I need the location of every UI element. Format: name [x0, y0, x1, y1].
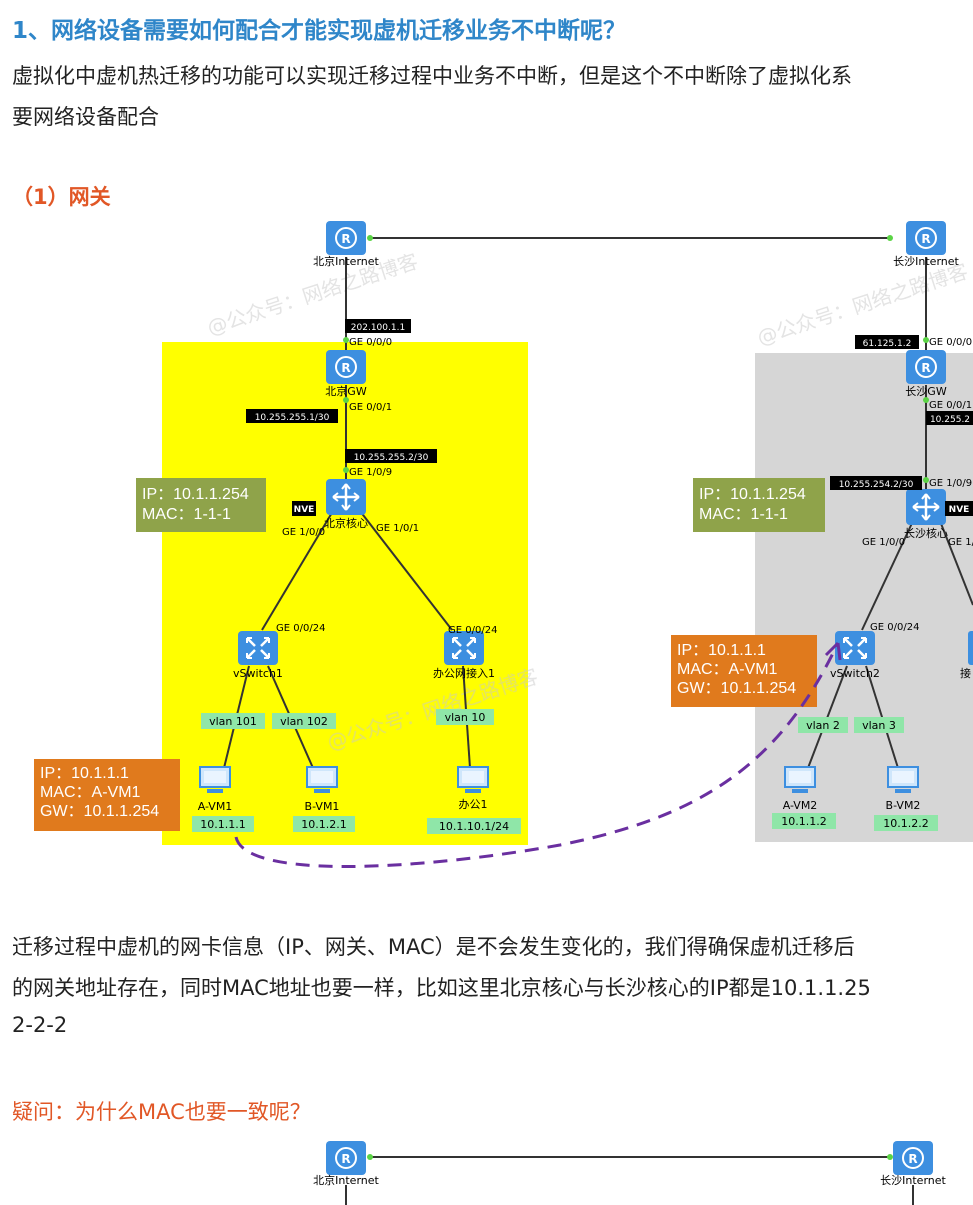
vlan-2-tag: vlan 2 [806, 719, 840, 732]
ip-a-vm1-tag: 10.1.1.1 [200, 818, 245, 831]
changsha-access-label: 接 [960, 667, 971, 680]
beijing-ip-internet-gw: 202.100.1.1 [351, 323, 405, 333]
ip-b-vm2-tag: 10.1.2.2 [883, 817, 928, 830]
beijing-internet-label: 北京Internet [313, 254, 379, 268]
svg-text:R: R [341, 1152, 350, 1166]
page-heading: 1、网络设备需要如何配合才能实现虚机迁移业务不中断呢？ [12, 18, 627, 44]
changsha-gateway-mac: MAC：1-1-1 [699, 506, 788, 523]
vswitch1-icon [236, 629, 280, 667]
router-icon: R [893, 1141, 933, 1175]
second-topology-diagram: R R 北京Internet 长沙Internet [313, 1141, 947, 1205]
beijing-port-core-up: GE 1/0/9 [349, 467, 392, 478]
changsha-port-core-left: GE 1/0/0 [862, 537, 905, 548]
vswitch2-port: GE 0/0/24 [870, 622, 919, 633]
changsha-port-core-up: GE 1/0/9 [929, 478, 972, 489]
changsha-core-label: 长沙核心 [904, 526, 948, 540]
pc-office1-label: 办公1 [459, 798, 488, 811]
beijing-core-label: 北京核心 [324, 516, 368, 530]
intro-line-2: 要网络设备配合 [12, 105, 159, 129]
ip-office1-tag: 10.1.10.1/24 [439, 820, 509, 833]
subheading-gateway: （1）网关 [12, 185, 111, 209]
question-line: 疑问：为什么MAC也要一致呢？ [12, 1100, 311, 1124]
topology-diagram: R @公众号：网络之路博客 @公众号：网络之路博客 @公众号：网络之路博客 [34, 220, 973, 868]
changsha-ip-internet-gw: 61.125.1.2 [863, 339, 912, 349]
office-access-label: 办公网接入1 [433, 667, 495, 680]
changsha-gateway-info-box [693, 478, 825, 532]
body-line-2: 的网关地址存在，同时MAC地址也要一样，比如这里北京核心与长沙核心的IP都是10… [12, 976, 871, 1000]
vswitch2-icon [833, 629, 877, 667]
vswitch2-label: vSwitch2 [830, 667, 880, 680]
vm-target-gw: GW：10.1.1.254 [677, 680, 796, 697]
pc-b-vm1-label: B-VM1 [305, 800, 340, 813]
office-access-switch-icon [442, 629, 486, 667]
svg-text:R: R [908, 1152, 917, 1166]
beijing-nve-tag: NVE [294, 505, 315, 515]
ip-a-vm2-tag: 10.1.1.2 [781, 815, 826, 828]
changsha-gateway-ip: IP：10.1.1.254 [699, 486, 806, 503]
vswitch1-port: GE 0/0/24 [276, 623, 325, 634]
changsha-internet-router-icon [905, 220, 947, 256]
router-icon: R [326, 1141, 366, 1175]
second-changsha-internet-label: 长沙Internet [880, 1174, 946, 1187]
beijing-port-core-left: GE 1/0/0 [282, 527, 325, 538]
vlan-102-tag: vlan 102 [280, 715, 328, 728]
body-line-3: 2-2-2 [12, 1013, 68, 1037]
second-beijing-internet-label: 北京Internet [313, 1173, 379, 1187]
beijing-gateway-info-box [136, 478, 266, 532]
vm-target-mac: MAC：A-VM1 [677, 661, 778, 678]
beijing-port-gw-up: GE 0/0/0 [349, 337, 392, 348]
pc-b-vm2-label: B-VM2 [886, 799, 921, 812]
beijing-gateway-ip: IP：10.1.1.254 [142, 486, 249, 503]
pc-a-vm1-label: A-VM1 [198, 800, 233, 813]
vswitch1-label: vSwitch1 [233, 667, 283, 680]
changsha-port-gw-down: GE 0/0/1 [929, 400, 972, 411]
beijing-ip-gw-down: 10.255.255.1/30 [255, 413, 330, 423]
changsha-ip-gw-down: 10.255.2 [930, 415, 970, 425]
changsha-internet-label: 长沙Internet [893, 255, 959, 268]
vm-target-ip: IP：10.1.1.1 [677, 642, 766, 659]
changsha-ip-core-up: 10.255.254.2/30 [839, 480, 914, 490]
pc-a-vm2-label: A-VM2 [783, 799, 818, 812]
vlan-3-tag: vlan 3 [862, 719, 896, 732]
changsha-port-gw-up: GE 0/0/0 [929, 337, 972, 348]
beijing-gateway-mac: MAC：1-1-1 [142, 506, 231, 523]
changsha-port-core-right: GE 1/ [948, 537, 973, 548]
changsha-nve-tag: NVE [949, 505, 970, 515]
beijing-port-core-right: GE 1/0/1 [376, 523, 419, 534]
migration-path [234, 642, 840, 868]
changsha-zone [755, 353, 973, 842]
vm-target-info-box [671, 635, 817, 707]
vlan-101-tag: vlan 101 [209, 715, 257, 728]
changsha-gw-label: 长沙GW [905, 385, 947, 398]
beijing-gw-label: 北京GW [325, 384, 367, 398]
ip-b-vm1-tag: 10.1.2.1 [301, 818, 346, 831]
vm-source-ip: IP：10.1.1.1 [40, 765, 129, 782]
vm-source-mac: MAC：A-VM1 [40, 784, 141, 801]
body-line-1: 迁移过程中虚机的网卡信息（IP、网关、MAC）是不会发生变化的，我们得确保虚机迁… [12, 935, 855, 959]
changsha-gw-router-icon [905, 349, 947, 385]
beijing-gw-router-icon [325, 349, 367, 385]
changsha-core-switch-icon [904, 487, 948, 527]
beijing-ip-core-up: 10.255.255.2/30 [354, 453, 429, 463]
beijing-internet-router-icon [325, 220, 367, 256]
vm-source-info-box [34, 759, 180, 831]
beijing-core-switch-icon [324, 477, 368, 517]
beijing-port-gw-down: GE 0/0/1 [349, 402, 392, 413]
migration-arrowhead-icon [824, 641, 842, 661]
vm-source-gw: GW：10.1.1.254 [40, 803, 159, 820]
office-access-port: GE 0/0/24 [448, 625, 497, 636]
vlan-10-tag: vlan 10 [445, 711, 486, 724]
intro-line-1: 虚拟化中虚机热迁移的功能可以实现迁移过程中业务不中断，但是这个不中断除了虚拟化系 [12, 64, 852, 88]
